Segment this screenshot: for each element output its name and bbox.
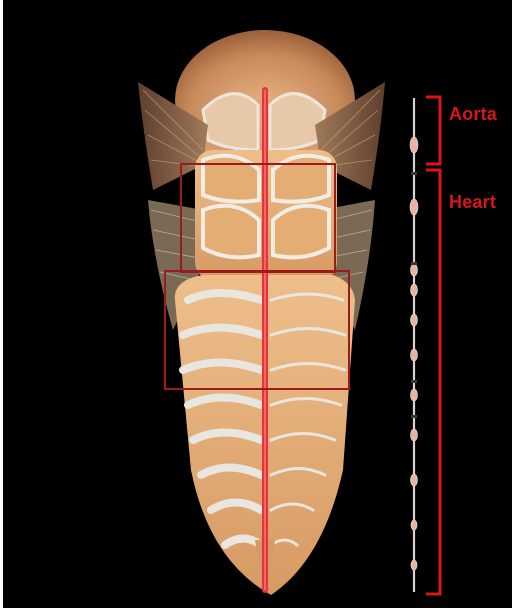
insect-anatomy-illustration <box>3 0 512 608</box>
figure-frame: Aorta Heart <box>3 0 512 608</box>
bracket-aorta <box>426 97 440 164</box>
label-heart: Heart <box>449 192 496 213</box>
dorsal-vessel-strip <box>410 98 418 592</box>
label-aorta: Aorta <box>449 104 497 125</box>
bracket-heart <box>426 170 440 594</box>
